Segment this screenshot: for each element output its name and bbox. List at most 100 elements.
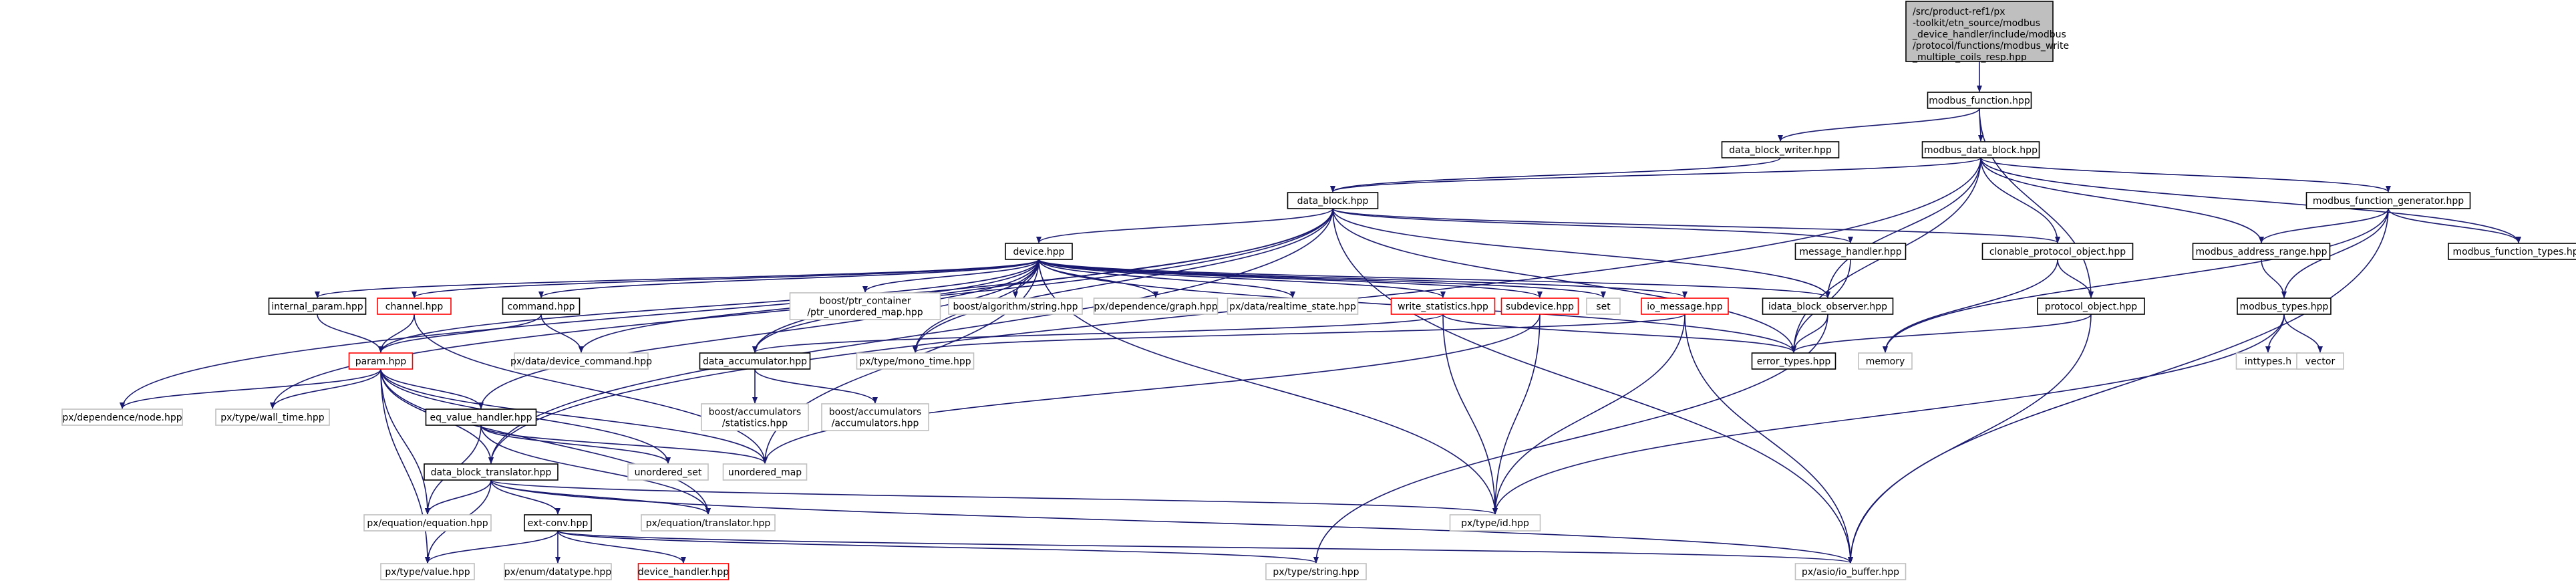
- node-device-handler[interactable]: device_handler.hpp: [637, 563, 730, 580]
- edge-param-to-eq-equation: [380, 368, 430, 515]
- node-inttypes[interactable]: inttypes.h: [2235, 352, 2301, 370]
- node-label: px/type/mono_time.hpp: [859, 356, 971, 367]
- node-wall-time[interactable]: px/type/wall_time.hpp: [215, 408, 330, 426]
- edge-data-block-to-io-buffer: [1332, 208, 1853, 564]
- edge-eq-value-handler-to-unordered-map: [480, 425, 768, 464]
- node-label: unordered_map: [728, 467, 802, 478]
- node-box: [1093, 298, 1219, 315]
- node-set[interactable]: set: [1586, 298, 1621, 315]
- edge-modbus-data-block-to-modbus-function-types: [1980, 157, 2521, 243]
- node-data-block-translator[interactable]: data_block_translator.hpp: [424, 463, 558, 481]
- node-type-value[interactable]: px/type/value.hpp: [380, 563, 475, 580]
- node-modbus-function-types[interactable]: modbus_function_types.hpp: [2448, 243, 2576, 260]
- node-box: [514, 352, 649, 370]
- node-device[interactable]: device.hpp: [1005, 243, 1073, 260]
- edge-clonable-protocol-object-to-protocol-object: [2057, 259, 2094, 298]
- node-modbus-function[interactable]: modbus_function.hpp: [1927, 92, 2032, 109]
- node-unordered-set[interactable]: unordered_set: [627, 463, 709, 481]
- edge-device-to-param: [378, 259, 1039, 353]
- node-box: [1449, 514, 1541, 532]
- node-modbus-address-range[interactable]: modbus_address_range.hpp: [2192, 243, 2331, 260]
- node-enum-datatype[interactable]: px/enum/datatype.hpp: [504, 563, 612, 580]
- edge-data-block-to-mono-time: [913, 208, 1333, 353]
- node-mono-time[interactable]: px/type/mono_time.hpp: [856, 352, 975, 370]
- edge-modbus-function-generator-to-memory: [1883, 208, 2389, 353]
- node-label: inttypes.h: [2245, 356, 2291, 367]
- node-label: modbus_types.hpp: [2240, 302, 2329, 312]
- edge-data-block-to-clonable-protocol-object: [1332, 208, 2060, 243]
- root-file-box: [1905, 1, 2054, 62]
- edge-modbus-types-to-type-id: [1492, 314, 2285, 515]
- node-param[interactable]: param.hpp: [348, 352, 414, 370]
- node-write-statistics[interactable]: write_statistics.hpp: [1390, 298, 1496, 315]
- node-data-accumulator[interactable]: data_accumulator.hpp: [699, 352, 811, 370]
- node-label: modbus_function.hpp: [1929, 96, 2030, 106]
- node-type-id[interactable]: px/type/id.hpp: [1449, 514, 1541, 532]
- node-io-buffer[interactable]: px/asio/io_buffer.hpp: [1794, 563, 1907, 580]
- node-dep-graph[interactable]: px/dependence/graph.hpp: [1093, 298, 1219, 315]
- node-internal-param[interactable]: internal_param.hpp: [268, 298, 367, 315]
- node-box: [363, 514, 492, 532]
- node-box: [524, 514, 592, 532]
- node-eq-equation[interactable]: px/equation/equation.hpp: [363, 514, 492, 532]
- node-type-string[interactable]: px/type/string.hpp: [1265, 563, 1367, 580]
- node-data-block[interactable]: data_block.hpp: [1287, 192, 1379, 209]
- node-label: ext-conv.hpp: [528, 518, 589, 529]
- node-dep-node[interactable]: px/dependence/node.hpp: [61, 408, 183, 426]
- node-realtime-state[interactable]: px/data/realtime_state.hpp: [1227, 298, 1359, 315]
- node-label: px/type/value.hpp: [385, 567, 470, 578]
- node-box: [2037, 298, 2145, 315]
- node-label: data_block_writer.hpp: [1729, 145, 1832, 156]
- node-eq-translator[interactable]: px/equation/translator.hpp: [641, 514, 776, 532]
- node-protocol-object[interactable]: protocol_object.hpp: [2037, 298, 2145, 315]
- node-acc-statistics[interactable]: boost/accumulators/statistics.hpp: [701, 403, 809, 431]
- node-acc-accumulators[interactable]: boost/accumulators/accumulators.hpp: [821, 403, 929, 431]
- edge-eq-value-handler-to-eq-translator: [480, 425, 711, 515]
- node-vector[interactable]: vector: [2296, 352, 2344, 370]
- node-box: [1762, 298, 1894, 315]
- edge-device-to-idata-block-observer: [1038, 259, 1830, 298]
- edge-eq-value-handler-to-unordered-set: [480, 425, 671, 464]
- node-box: [1927, 92, 2032, 109]
- node-io-message[interactable]: io_message.hpp: [1641, 298, 1729, 315]
- node-label: px/equation/equation.hpp: [367, 518, 488, 529]
- node-box: [1500, 298, 1579, 315]
- node-label: boost/algorithm/string.hpp: [953, 302, 1078, 312]
- node-eq-value-handler[interactable]: eq_value_handler.hpp: [425, 408, 537, 426]
- edge-device-to-subdevice: [1038, 259, 1543, 298]
- node-clonable-protocol-object[interactable]: clonable_protocol_object.hpp: [1981, 243, 2134, 260]
- edge-ext-conv-to-io-buffer: [557, 530, 1853, 564]
- edge-channel-to-unordered-map: [414, 314, 768, 464]
- edge-data-block-to-device: [1036, 208, 1333, 243]
- root-file-line: /protocol/functions/modbus_write: [1913, 41, 2069, 51]
- node-message-handler[interactable]: message_handler.hpp: [1794, 243, 1907, 260]
- node-box: [1390, 298, 1496, 315]
- node-label: boost/ptr_container: [820, 296, 911, 307]
- node-ptr-unordered-map[interactable]: boost/ptr_container/ptr_unordered_map.hp…: [789, 292, 941, 320]
- node-label: error_types.hpp: [1757, 356, 1831, 367]
- node-channel[interactable]: channel.hpp: [377, 298, 452, 315]
- node-box: [1794, 563, 1907, 580]
- edge-write-statistics-to-data-accumulator: [752, 314, 1444, 353]
- node-box: [1586, 298, 1621, 315]
- node-label: param.hpp: [355, 356, 407, 367]
- node-box: [1641, 298, 1729, 315]
- node-memory[interactable]: memory: [1858, 352, 1913, 370]
- node-command[interactable]: command.hpp: [502, 298, 581, 315]
- node-boost-string[interactable]: boost/algorithm/string.hpp: [948, 298, 1083, 315]
- node-unordered-map[interactable]: unordered_map: [722, 463, 808, 481]
- node-label: modbus_function_generator.hpp: [2313, 196, 2464, 207]
- node-modbus-data-block[interactable]: modbus_data_block.hpp: [1921, 141, 2040, 158]
- node-ext-conv[interactable]: ext-conv.hpp: [524, 514, 592, 532]
- edge-data-block-writer-to-data-block: [1330, 157, 1781, 193]
- node-label: /accumulators.hpp: [832, 419, 919, 429]
- node-box: [1287, 192, 1379, 209]
- node-device-command[interactable]: px/data/device_command.hpp: [510, 352, 652, 370]
- node-modbus-function-generator[interactable]: modbus_function_generator.hpp: [2305, 192, 2471, 209]
- node-subdevice[interactable]: subdevice.hpp: [1500, 298, 1579, 315]
- node-data-block-writer[interactable]: data_block_writer.hpp: [1721, 141, 1840, 158]
- node-error-types[interactable]: error_types.hpp: [1751, 352, 1836, 370]
- node-modbus-types[interactable]: modbus_types.hpp: [2237, 298, 2331, 315]
- node-idata-block-observer[interactable]: idata_block_observer.hpp: [1762, 298, 1894, 315]
